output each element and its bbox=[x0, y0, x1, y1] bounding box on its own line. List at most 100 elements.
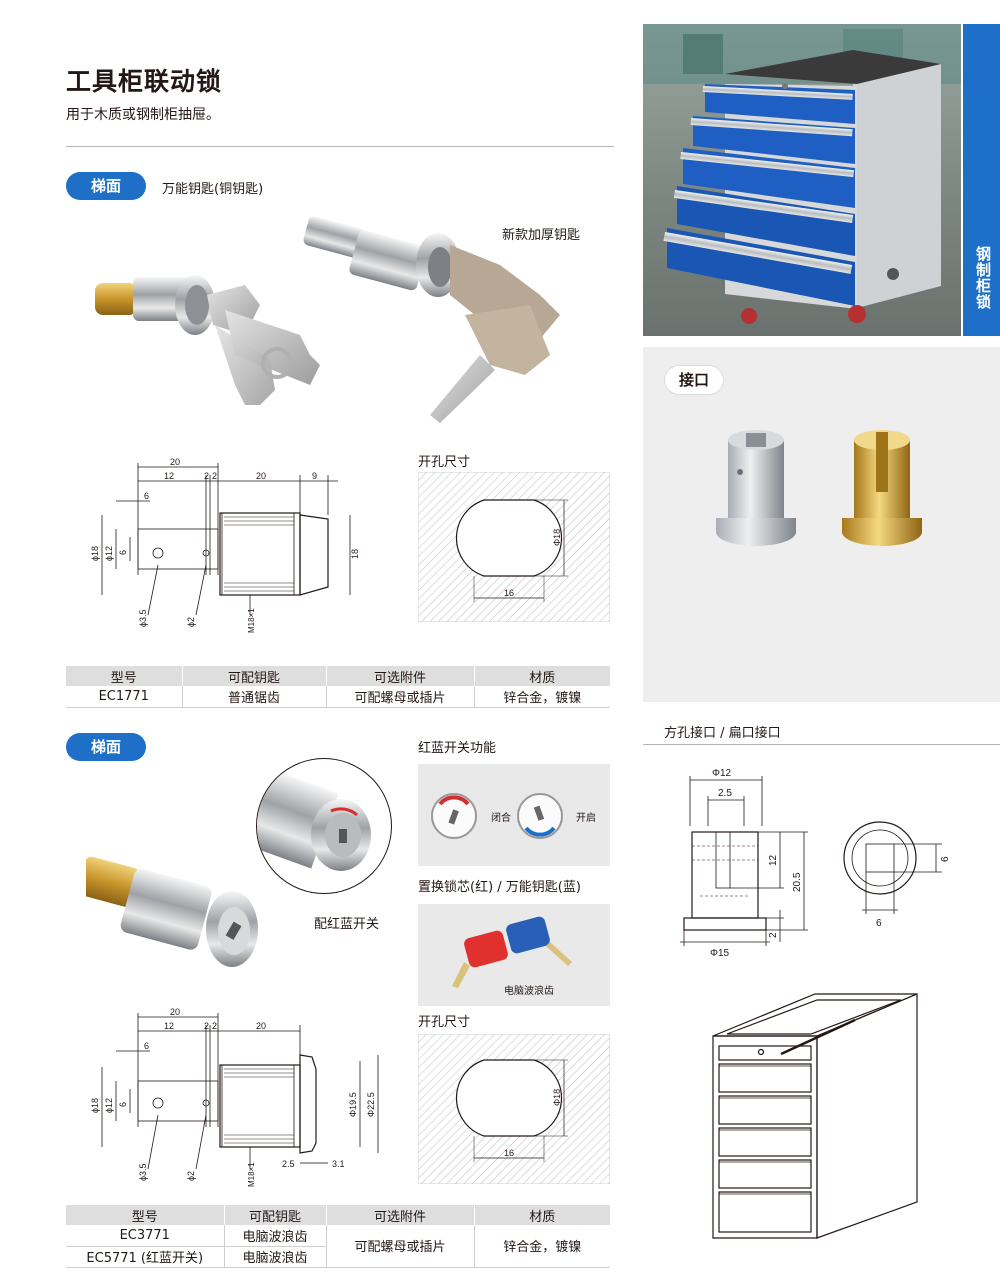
s1-dim-phi12: ϕ12 bbox=[104, 546, 114, 561]
page-title: 工具柜联动锁 bbox=[66, 67, 223, 96]
s1-cutout-phi: Φ18 bbox=[552, 529, 562, 546]
interface-dim-2: 2 bbox=[768, 932, 779, 938]
s1-dim-20b: 20 bbox=[256, 471, 266, 481]
s2-dim-phi12: ϕ12 bbox=[104, 1098, 114, 1113]
interface-dim-sq6v: 6 bbox=[940, 856, 951, 862]
s1-dim-12: 12 bbox=[164, 471, 174, 481]
section2-cutout-drawing: Φ18 16 bbox=[417, 1033, 611, 1188]
s2-dim-m18: M18×1 bbox=[247, 1162, 256, 1187]
interface-dim-sq6h: 6 bbox=[876, 918, 882, 929]
s1-dim-phi35: ϕ3.5 bbox=[138, 609, 148, 627]
table-header: 型号 bbox=[66, 666, 182, 686]
interface-badge: 接口 bbox=[665, 366, 723, 394]
lock-core-closeup-image bbox=[256, 758, 392, 894]
s2-dim-phi225: Φ22.5 bbox=[366, 1092, 376, 1117]
table-cell: 电脑波浪齿 bbox=[223, 1246, 326, 1268]
table-cell: EC3771 bbox=[66, 1225, 224, 1247]
table-header: 材质 bbox=[473, 1205, 610, 1225]
s2-dim-31: 3.1 bbox=[332, 1159, 345, 1169]
table-row: EC5771 (红蓝开关) 电脑波浪齿 bbox=[66, 1246, 610, 1268]
table-cell: 锌合金，镀镍 bbox=[473, 686, 610, 708]
interface-connectors-image bbox=[700, 420, 940, 564]
s1-cutout-width: 16 bbox=[504, 588, 514, 598]
interface-dim-25: 2.5 bbox=[718, 788, 732, 799]
table-row: EC3771 电脑波浪齿 可配螺母或插片 锌合金，镀镍 bbox=[66, 1225, 610, 1268]
section1-badge: 梯面 bbox=[66, 172, 146, 200]
interface-dim-12: 12 bbox=[768, 854, 779, 866]
s1-dim-6v: 6 bbox=[118, 550, 128, 555]
s1-dim-2b: 2 bbox=[212, 471, 217, 481]
s1-dim-20: 20 bbox=[170, 457, 180, 467]
section2-switch-function-label: 红蓝开关功能 bbox=[418, 741, 497, 756]
interface-caption: 方孔接口 / 扁口接口 bbox=[664, 726, 781, 741]
interface-dim-phi15: Φ15 bbox=[710, 948, 730, 959]
table-header: 可选附件 bbox=[325, 1205, 474, 1225]
lock-ec3771-image bbox=[77, 845, 276, 979]
section2-spec-table: 型号 可配钥匙 可选附件 材质 EC3771 电脑波浪齿 可配螺母或插片 锌合金… bbox=[66, 1205, 610, 1268]
lock-ec1771-image bbox=[95, 255, 345, 429]
table-header: 型号 bbox=[66, 1205, 224, 1225]
switch-closed-label: 闭合 bbox=[491, 813, 511, 824]
replacement-keys-panel: 电脑波浪齿 bbox=[418, 904, 610, 1006]
page-subtitle: 用于木质或钢制柜抽屉。 bbox=[66, 107, 220, 123]
s1-dim-9: 9 bbox=[312, 471, 317, 481]
s2-dim-phi195: Φ19.5 bbox=[348, 1092, 358, 1117]
section1-spec-table: 型号 可配钥匙 可选附件 材质 EC1771 普通锯齿 可配螺母或插片 锌合金，… bbox=[66, 666, 610, 708]
s2-dim-12: 12 bbox=[164, 1021, 174, 1031]
wave-teeth-label: 电脑波浪齿 bbox=[504, 986, 554, 997]
s2-dim-6: 6 bbox=[144, 1041, 149, 1051]
table-cell: 可配螺母或插片 bbox=[325, 1225, 474, 1268]
s2-dim-phi2: ϕ2 bbox=[186, 1171, 196, 1181]
table-cell: 可配螺母或插片 bbox=[325, 686, 474, 708]
s2-dim-6v: 6 bbox=[118, 1102, 128, 1107]
s1-dim-18: 18 bbox=[350, 549, 360, 559]
s2-cutout-width: 16 bbox=[504, 1148, 514, 1158]
s2-dim-20b: 20 bbox=[256, 1021, 266, 1031]
s2-dim-phi35: ϕ3.5 bbox=[138, 1163, 148, 1181]
title-divider bbox=[66, 146, 614, 147]
table-cell: 电脑波浪齿 bbox=[223, 1225, 326, 1247]
s1-dim-6: 6 bbox=[144, 491, 149, 501]
section1-cutout-label: 开孔尺寸 bbox=[418, 455, 471, 470]
table-header: 可选附件 bbox=[325, 666, 474, 686]
table-header-row: 型号 可配钥匙 可选附件 材质 bbox=[66, 1205, 610, 1225]
table-row: EC1771 普通锯齿 可配螺母或插片 锌合金，镀镍 bbox=[66, 686, 610, 708]
table-header: 可配钥匙 bbox=[223, 1205, 326, 1225]
section1-key-type: 万能钥匙(铜钥匙) bbox=[162, 182, 264, 197]
interface-dim-205: 20.5 bbox=[792, 872, 803, 892]
s1-dim-phi2: ϕ2 bbox=[186, 617, 196, 627]
interface-panel bbox=[643, 347, 1000, 702]
section2-badge: 梯面 bbox=[66, 733, 146, 761]
s2-dim-25: 2.5 bbox=[282, 1159, 295, 1169]
interface-divider bbox=[643, 744, 1000, 745]
lock-new-thick-key-image bbox=[300, 205, 570, 439]
interface-dimension-drawing: Φ12 2.5 12 20.5 Φ15 2 6 6 bbox=[680, 766, 970, 970]
switch-function-panel: 闭合 开启 bbox=[418, 764, 610, 866]
s1-dim-m18: M18×1 bbox=[247, 608, 256, 633]
section1-dimension-drawing: 20 12 2 2 6 20 9 ϕ18 ϕ12 6 18 ϕ3.5 ϕ2 M1… bbox=[88, 455, 378, 644]
section2-core-label: 置换锁芯(红) / 万能钥匙(蓝) bbox=[418, 880, 581, 895]
table-cell: 锌合金，镀镍 bbox=[473, 1225, 610, 1268]
tool-cabinet-photo bbox=[643, 24, 961, 336]
s2-dim-20: 20 bbox=[170, 1007, 180, 1017]
table-header: 材质 bbox=[473, 666, 610, 686]
s2-dim-2b: 2 bbox=[212, 1021, 217, 1031]
s1-dim-phi18: ϕ18 bbox=[90, 546, 100, 561]
category-side-tab: 钢制柜锁 bbox=[963, 24, 1000, 336]
s2-dim-phi18: ϕ18 bbox=[90, 1098, 100, 1113]
section1-cutout-drawing: Φ18 16 bbox=[417, 471, 611, 626]
section2-dimension-drawing: 20 12 2 2 6 20 ϕ18 ϕ12 6 Φ19.5 Φ22.5 ϕ3.… bbox=[88, 1003, 388, 1197]
section2-cutout-label: 开孔尺寸 bbox=[418, 1015, 471, 1030]
switch-open-label: 开启 bbox=[576, 813, 596, 824]
table-header: 可配钥匙 bbox=[181, 666, 326, 686]
table-cell: EC5771 (红蓝开关) bbox=[66, 1246, 224, 1268]
category-side-tab-label: 钢制柜锁 bbox=[974, 246, 992, 310]
s2-cutout-phi: Φ18 bbox=[552, 1089, 562, 1106]
table-header-row: 型号 可配钥匙 可选附件 材质 bbox=[66, 666, 610, 686]
s2-dim-2a: 2 bbox=[204, 1021, 209, 1031]
cabinet-line-drawing bbox=[705, 990, 925, 1244]
s1-dim-2a: 2 bbox=[204, 471, 209, 481]
table-cell: EC1771 bbox=[66, 686, 182, 708]
table-cell: 普通锯齿 bbox=[181, 686, 326, 708]
red-blue-switch-label: 配红蓝开关 bbox=[314, 917, 380, 932]
